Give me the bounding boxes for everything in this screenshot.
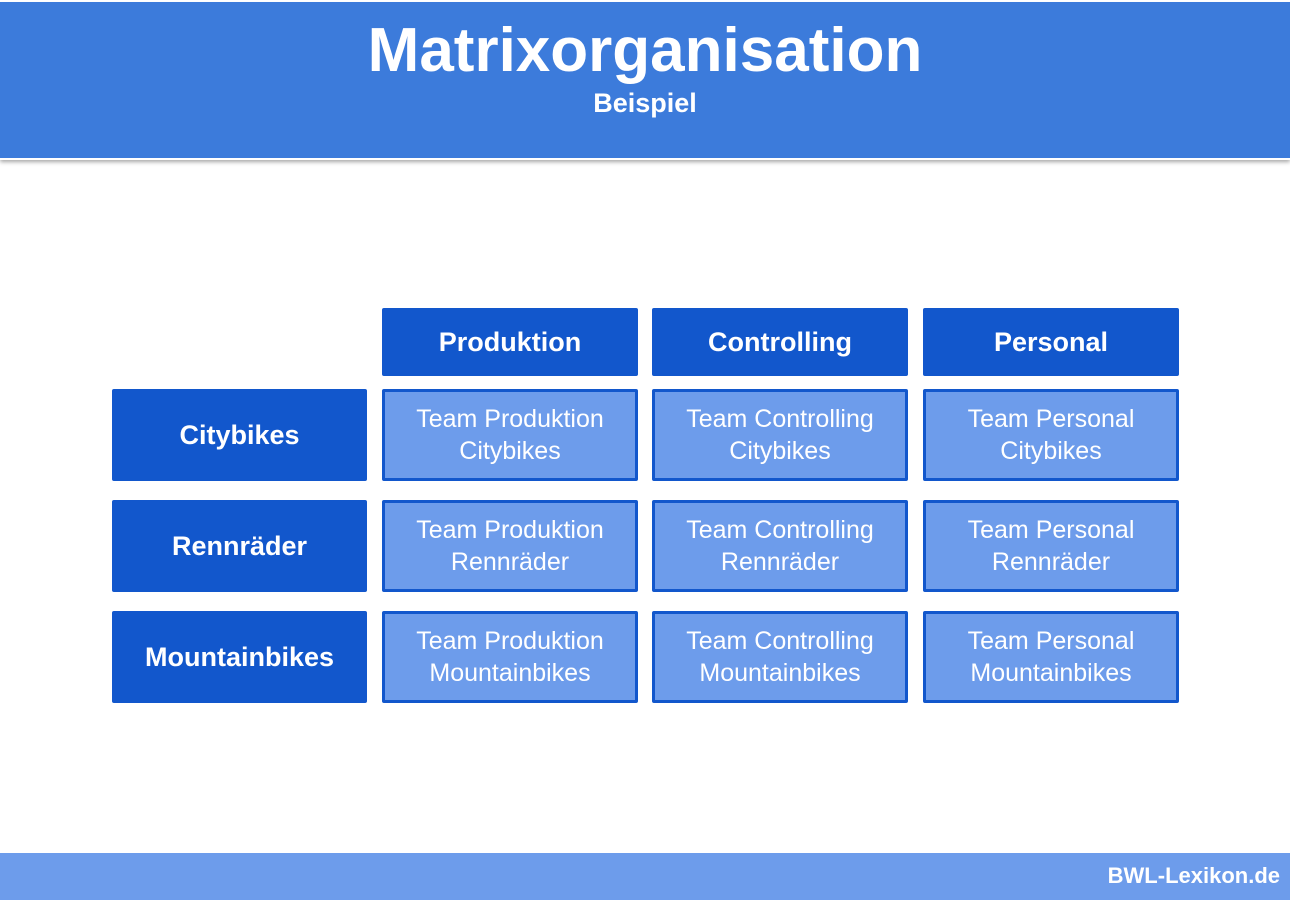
page-title: Matrixorganisation (367, 16, 923, 85)
cell-line: Mountainbikes (970, 659, 1132, 687)
cell-line: Rennräder (720, 548, 840, 576)
column-header: Personal (923, 308, 1179, 376)
brand-label: BWL-Lexikon.de (1107, 863, 1280, 888)
footer: BWL-Lexikon.de (0, 853, 1290, 900)
row-header: Citybikes (112, 389, 367, 481)
cell-line: Citybikes (1000, 437, 1102, 465)
cell-line: Mountainbikes (699, 659, 861, 687)
cell-line: Team Personal (967, 627, 1135, 655)
cell-line: Citybikes (729, 437, 831, 465)
cell-line: Rennräder (991, 548, 1111, 576)
cell-line: Team Controlling (686, 405, 874, 433)
cell-line: Team Personal (967, 516, 1135, 544)
cell-line: Team Produktion (416, 627, 604, 655)
header-banner: Matrixorganisation Beispiel (0, 2, 1290, 158)
cell-line: Citybikes (459, 437, 561, 465)
cell-line: Team Produktion (416, 516, 604, 544)
row-header: Mountainbikes (112, 611, 367, 703)
row-header: Rennräder (112, 500, 367, 592)
column-header: Controlling (652, 308, 908, 376)
cell-line: Team Controlling (686, 627, 874, 655)
cell-line: Team Controlling (686, 516, 874, 544)
cell-line: Team Personal (967, 405, 1135, 433)
column-header: Produktion (382, 308, 638, 376)
cell-line: Rennräder (450, 548, 570, 576)
page-subtitle: Beispiel (593, 88, 697, 118)
cell-line: Team Produktion (416, 405, 604, 433)
cell-line: Mountainbikes (429, 659, 591, 687)
